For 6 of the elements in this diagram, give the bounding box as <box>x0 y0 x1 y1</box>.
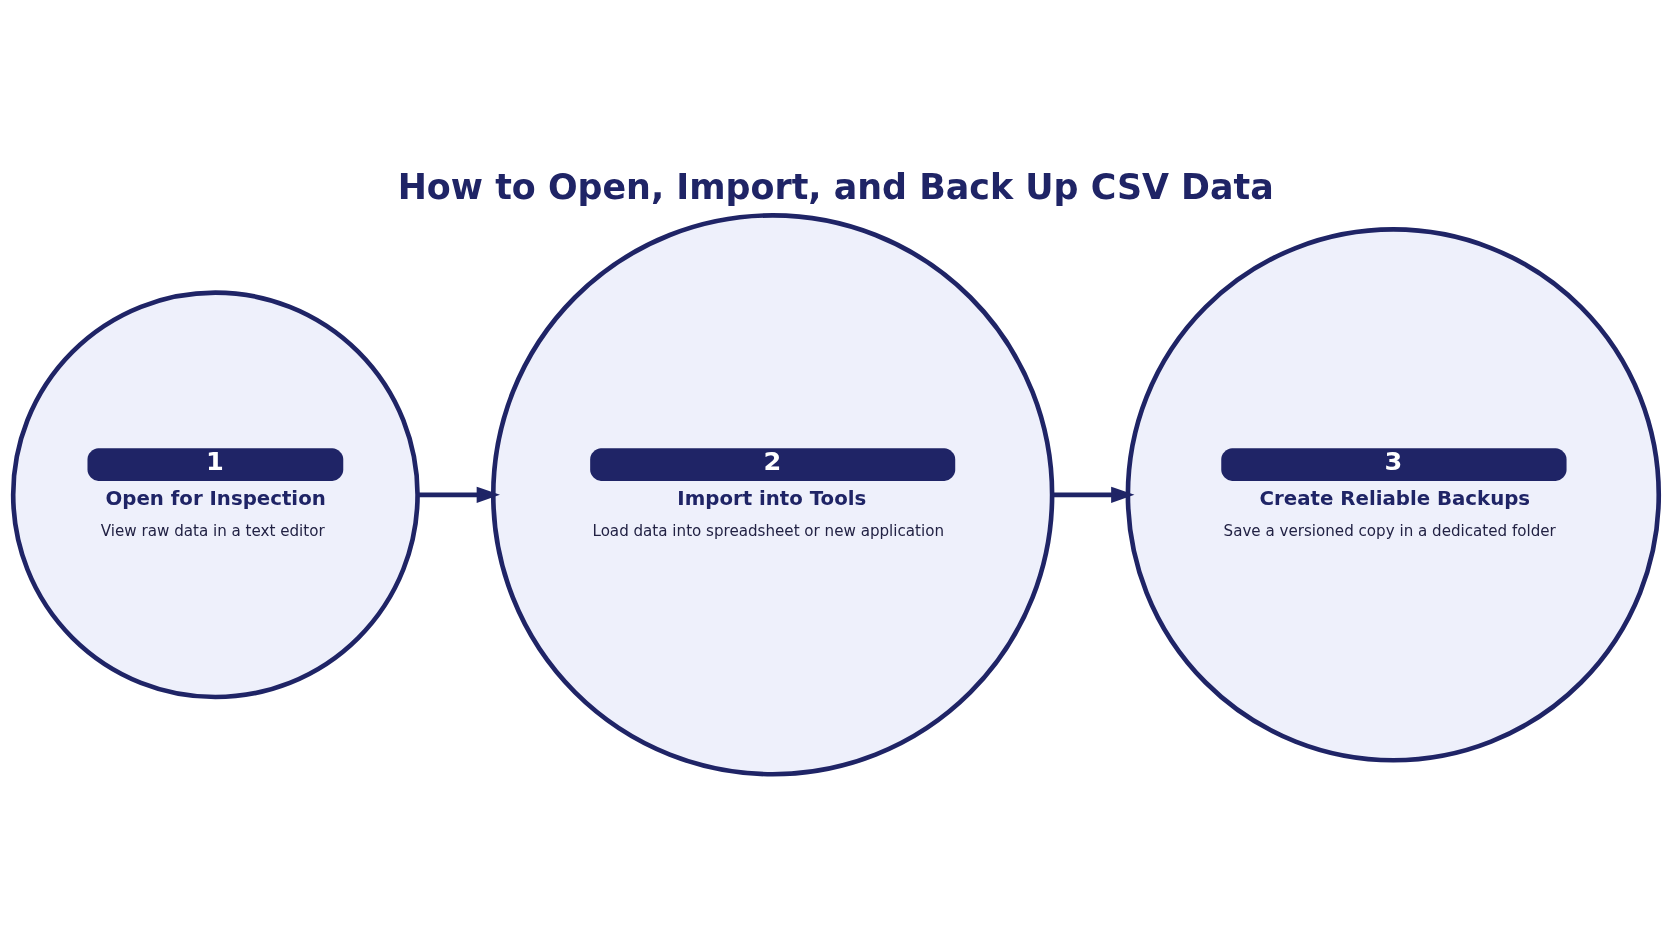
node-circle: 2 Import into Tools Load data into spreadsheet or new application <box>490 212 1055 777</box>
diagram-title: How to Open, Import, and Back Up CSV Data <box>397 166 1274 207</box>
node-circle: 1 Open for Inspection View raw data in a text editor <box>10 289 420 699</box>
arrow <box>417 486 500 503</box>
arrow <box>1052 486 1135 503</box>
node-circle: 3 Create Reliable Backups Save a versioned copy in a dedicated folder <box>1125 226 1662 763</box>
